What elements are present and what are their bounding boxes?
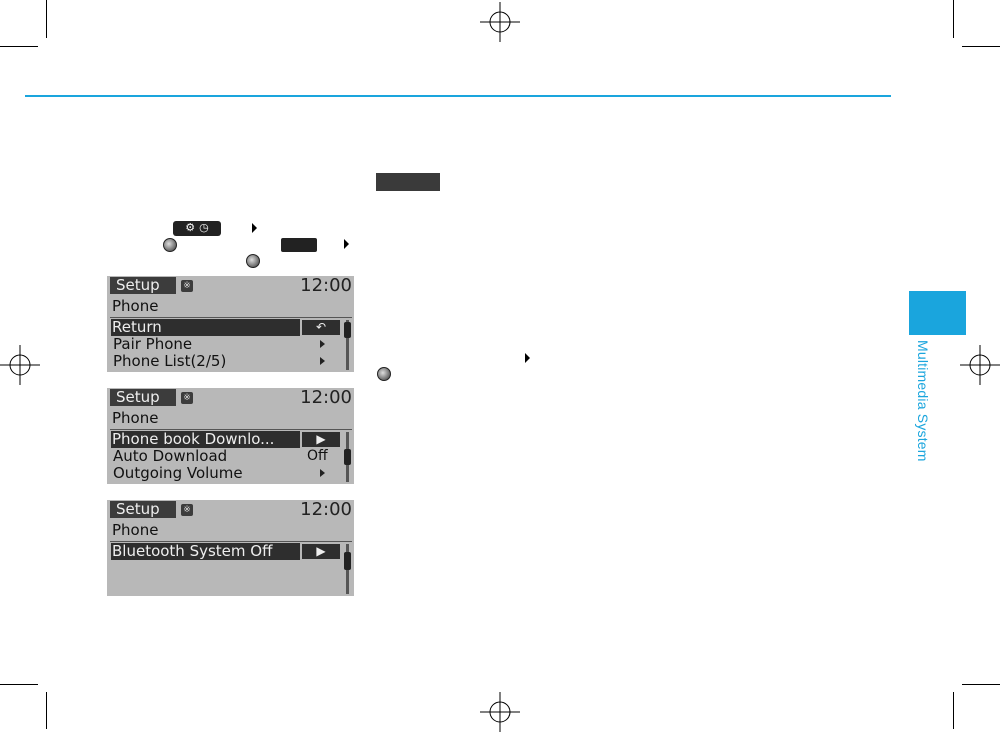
tune-knob-icon	[377, 367, 391, 381]
auto-download-value: Off	[307, 448, 328, 464]
crop-mark	[962, 46, 1000, 47]
crop-mark	[953, 0, 954, 38]
menu-row-pair-phone[interactable]: Pair Phone	[112, 336, 346, 353]
setup-button: ⚙◷	[173, 221, 221, 236]
tune-knob-icon	[163, 238, 177, 252]
screen-subtitle: Phone	[112, 521, 159, 539]
screen-header: Setup ※ 12:00	[107, 388, 354, 408]
menu-row-label: Pair Phone	[113, 335, 193, 353]
menu-row-auto-download[interactable]: Auto Download	[112, 448, 346, 465]
menu-row-label: Bluetooth System Off	[112, 542, 273, 560]
menu-row-return[interactable]: Return	[111, 319, 300, 336]
menu-row-label: Auto Download	[113, 447, 228, 465]
menu-row-label: Phone book Downlo...	[112, 430, 275, 448]
crop-mark	[46, 692, 47, 729]
screen-title: Setup	[110, 277, 176, 294]
clock-icon: ◷	[199, 222, 209, 234]
key-label-box	[376, 173, 440, 191]
arrow-icon	[252, 223, 257, 233]
bluetooth-icon: ※	[181, 392, 193, 404]
scroll-thumb[interactable]	[344, 322, 351, 338]
crop-mark	[46, 0, 47, 38]
menu-row-label: Outgoing Volume	[113, 464, 243, 482]
screen-subtitle: Phone	[112, 409, 159, 427]
setup-screen-3: Setup ※ 12:00 Phone Bluetooth System Off…	[107, 500, 354, 596]
crop-mark	[0, 684, 38, 685]
scrollbar[interactable]	[344, 320, 351, 370]
scrollbar[interactable]	[344, 432, 351, 482]
crop-mark	[953, 692, 954, 729]
header-rule	[25, 95, 891, 97]
phone-button	[281, 238, 317, 252]
gear-icon: ⚙	[185, 222, 196, 234]
setup-screen-1: Setup ※ 12:00 Phone Return ↶ Pair Phone …	[107, 276, 354, 372]
clock: 12:00	[300, 276, 352, 296]
arrow-button-icon[interactable]: ▶	[302, 432, 340, 447]
return-icon[interactable]: ↶	[302, 320, 340, 335]
arrow-icon	[525, 353, 530, 363]
arrow-icon	[344, 239, 349, 249]
divider	[110, 429, 352, 430]
tune-knob-icon	[246, 254, 260, 268]
menu-row-label: Phone List(2/5)	[113, 352, 227, 370]
screen-title: Setup	[110, 389, 176, 406]
divider	[110, 317, 352, 318]
clock: 12:00	[300, 388, 352, 408]
chapter-tab	[909, 291, 966, 335]
menu-row-phone-book-download[interactable]: Phone book Downlo...	[111, 431, 300, 448]
bluetooth-icon: ※	[181, 280, 193, 292]
registration-mark	[480, 692, 520, 732]
crop-mark	[962, 684, 1000, 685]
arrow-icon	[320, 357, 325, 365]
arrow-icon	[320, 340, 325, 348]
divider	[110, 541, 352, 542]
screen-header: Setup ※ 12:00	[107, 500, 354, 520]
crop-mark	[0, 46, 38, 47]
menu-row-phone-list[interactable]: Phone List(2/5)	[112, 353, 346, 370]
scroll-thumb[interactable]	[344, 449, 351, 465]
menu-row-outgoing-volume[interactable]: Outgoing Volume	[112, 465, 346, 482]
setup-screen-2: Setup ※ 12:00 Phone Phone book Downlo...…	[107, 388, 354, 484]
screen-title: Setup	[110, 501, 176, 518]
scroll-thumb[interactable]	[344, 552, 351, 570]
bluetooth-icon: ※	[181, 504, 193, 516]
scroll-track	[346, 320, 349, 370]
registration-mark	[0, 345, 40, 385]
registration-mark	[960, 345, 1000, 385]
registration-mark	[480, 2, 520, 42]
menu-row-bluetooth-system-off[interactable]: Bluetooth System Off	[111, 543, 300, 560]
menu-row-label: Return	[112, 318, 162, 336]
screen-subtitle: Phone	[112, 297, 159, 315]
chapter-label: Multimedia System	[915, 340, 931, 462]
scrollbar[interactable]	[344, 544, 351, 594]
clock: 12:00	[300, 500, 352, 520]
arrow-icon	[320, 469, 325, 477]
arrow-button-icon[interactable]: ▶	[302, 544, 340, 559]
screen-header: Setup ※ 12:00	[107, 276, 354, 296]
